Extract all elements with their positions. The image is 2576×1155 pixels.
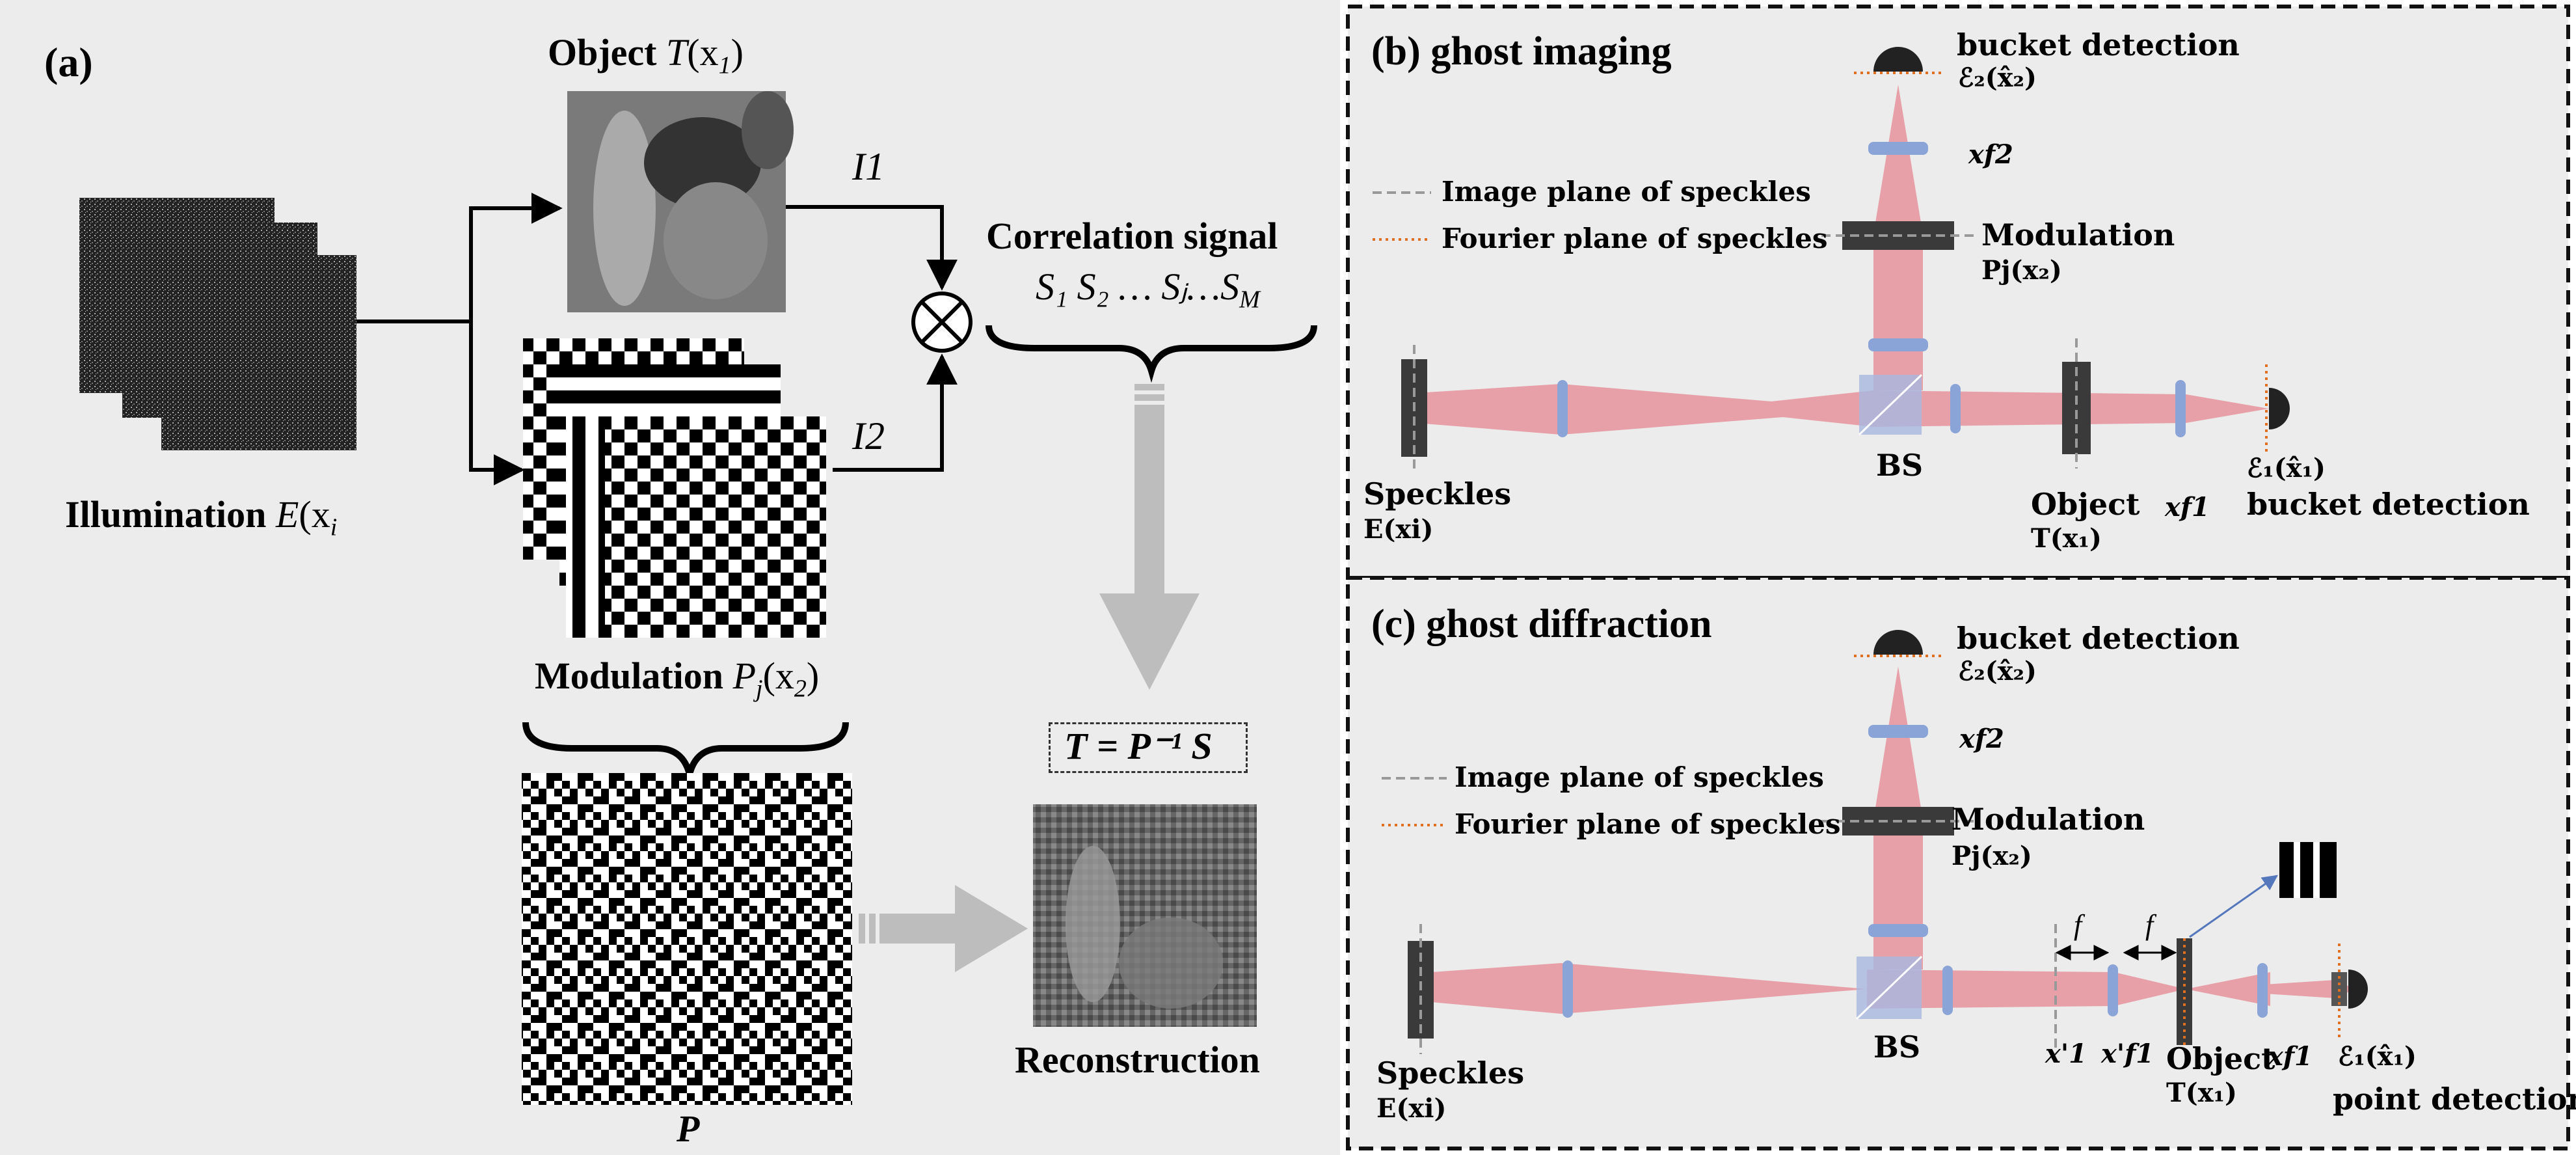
i2-line — [833, 353, 958, 472]
measurement-matrix — [522, 773, 852, 1105]
illumination-split-line — [356, 193, 563, 323]
c-eps1: ℰ₁(x̂₁) — [2338, 1041, 2417, 1072]
illumination-caption: Illumination E(xi — [65, 496, 337, 540]
b-xf2: xf2 — [1968, 139, 2013, 170]
b-ex: E(xi) — [1363, 514, 1434, 545]
illumination-arg: (x — [299, 493, 330, 536]
b-xf1: xf1 — [2165, 492, 2210, 523]
matrix-label: P — [677, 1107, 700, 1150]
right-arrow-icon — [859, 885, 1028, 972]
b-eps2: ℰ₂(x̂₂) — [1958, 62, 2037, 93]
i1-label: I1 — [852, 147, 885, 186]
i1-symbol: I — [852, 145, 865, 188]
illumination-lower-line — [469, 321, 525, 485]
reconstruction-caption: Reconstruction — [1015, 1039, 1260, 1081]
c-bs: BS — [1873, 1029, 1921, 1065]
c-f-right: f — [2145, 909, 2154, 941]
multiply-operator-icon — [911, 292, 973, 353]
object-arg: (x — [687, 31, 719, 74]
c-xf1p: x'f1 — [2101, 1039, 2154, 1069]
b-speckles: Speckles — [1363, 476, 1512, 511]
c-speckles: Speckles — [1376, 1055, 1525, 1091]
panel-a-label: (a) — [44, 39, 93, 85]
down-arrow-icon — [1099, 384, 1200, 690]
i2-symbol: I — [852, 414, 865, 457]
reconstruction-image — [1033, 804, 1257, 1027]
c-object: Object — [2166, 1041, 2275, 1076]
i1-line — [786, 205, 958, 291]
c-xf1: xf1 — [2268, 1041, 2313, 1072]
c-f-left: f — [2074, 909, 2082, 941]
illumination-sub: i — [330, 513, 338, 541]
i2-sub: 2 — [865, 414, 885, 457]
panel-b-background — [1346, 5, 2570, 580]
object-word: Object — [548, 31, 657, 74]
b-tx: T(x₁) — [2031, 523, 2102, 554]
b-bucket-bottom: bucket detection — [2247, 487, 2530, 522]
equation: T = P⁻¹ S — [1064, 725, 1213, 767]
illumination-symbol: E — [275, 493, 299, 536]
object-symbol: T — [666, 31, 688, 74]
modulation-symbol: P — [732, 655, 756, 697]
b-legend-fourier: Fourier plane of speckles — [1442, 223, 1828, 254]
c-point-detection: point detection — [2333, 1081, 2576, 1117]
modulation-caption: Modulation Pj(x2) — [535, 657, 819, 701]
object-caption: Object T(x1) — [548, 34, 744, 78]
c-ex: E(xi) — [1376, 1093, 1447, 1124]
c-tx: T(x₁) — [2166, 1078, 2237, 1108]
ghost-diffraction-setup — [1382, 630, 2368, 1054]
modulation-close: ) — [806, 655, 820, 697]
b-pj: Pj(x₂) — [1981, 255, 2062, 286]
ghost-imaging-setup — [1373, 47, 2290, 469]
modulation-sub-j: j — [756, 675, 763, 703]
b-eps1: ℰ₁(x̂₁) — [2247, 453, 2326, 483]
illumination-word: Illumination — [65, 493, 267, 536]
speckle-frame-1 — [79, 198, 275, 393]
panel-c-background — [1346, 576, 2570, 1150]
correlation-title: Correlation signal — [986, 215, 1278, 257]
c-eps2: ℰ₂(x̂₂) — [1958, 656, 2037, 686]
correlation-signals: S₁ S₂ … Sⱼ…SM — [1036, 268, 1260, 312]
b-bucket-top: bucket detection — [1957, 27, 2240, 62]
b-object: Object — [2031, 487, 2140, 522]
c-x1p: x'1 — [2045, 1039, 2087, 1069]
i2-label: I2 — [852, 416, 885, 455]
i1-sub: 1 — [865, 145, 885, 188]
signals-sub: M — [1239, 286, 1260, 314]
object-close: ) — [731, 31, 744, 74]
panel-b-title: (b) ghost imaging — [1371, 29, 1672, 74]
modulation-pattern-4 — [605, 416, 826, 638]
object-image — [567, 91, 794, 312]
c-xf2: xf2 — [1959, 724, 2004, 754]
c-legend-fourier: Fourier plane of speckles — [1455, 808, 1841, 840]
b-bs: BS — [1876, 448, 1924, 483]
b-legend-image: Image plane of speckles — [1442, 176, 1811, 208]
b-modulation: Modulation — [1981, 217, 2175, 252]
c-pj: Pj(x₂) — [1952, 841, 2032, 871]
signals-text: S₁ S₂ … Sⱼ…S — [1036, 265, 1240, 308]
c-legend-image: Image plane of speckles — [1455, 761, 1824, 793]
c-bucket-top: bucket detection — [1957, 621, 2240, 656]
object-sub: 1 — [718, 51, 731, 79]
double-slit-icon — [2279, 842, 2337, 898]
equation-box — [1049, 722, 1248, 773]
modulation-sub: 2 — [794, 675, 807, 703]
modulation-arg: (x — [762, 655, 794, 697]
c-modulation: Modulation — [1952, 802, 2145, 837]
panel-c-title: (c) ghost diffraction — [1371, 602, 1712, 646]
correlation-brace — [986, 325, 1317, 383]
modulation-word: Modulation — [535, 655, 724, 697]
